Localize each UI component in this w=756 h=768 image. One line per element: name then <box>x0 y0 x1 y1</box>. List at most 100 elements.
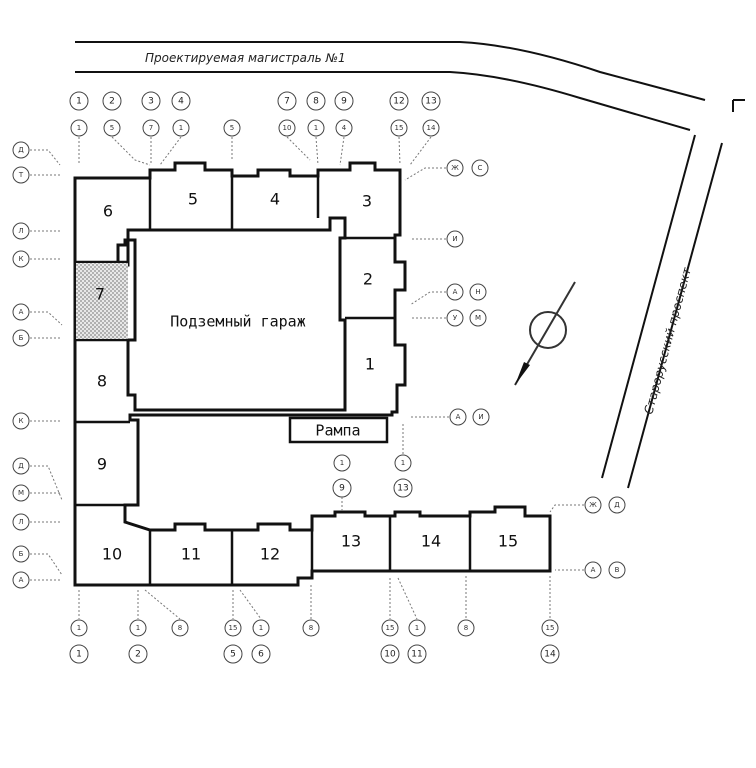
inner-markers: 1 9 1 13 <box>332 424 413 512</box>
svg-text:10: 10 <box>283 124 292 132</box>
svg-text:5: 5 <box>110 124 114 132</box>
ramp-label: Рампа <box>315 422 360 440</box>
svg-text:11: 11 <box>411 650 422 660</box>
marker: 5 <box>223 644 243 664</box>
marker: 13 <box>421 91 441 111</box>
marker: Ж <box>584 496 602 514</box>
marker: Ж <box>446 159 464 177</box>
building-7-number: 7 <box>95 285 105 304</box>
building-13-number: 13 <box>341 532 361 551</box>
svg-text:7: 7 <box>284 97 290 107</box>
marker: 14 <box>422 119 440 137</box>
building-2-number: 2 <box>363 270 373 289</box>
marker: 10 <box>278 119 296 137</box>
marker: 15 <box>224 619 242 637</box>
svg-text:А: А <box>456 413 461 421</box>
marker: А <box>12 571 30 589</box>
building-8-number: 8 <box>97 372 107 391</box>
marker: Л <box>12 513 30 531</box>
marker: Б <box>12 329 30 347</box>
building-10-number: 10 <box>102 545 122 564</box>
marker: 12 <box>389 91 409 111</box>
marker: 8 <box>302 619 320 637</box>
marker: Т <box>12 166 30 184</box>
svg-text:И: И <box>478 413 483 421</box>
marker: К <box>12 250 30 268</box>
garage-label: Подземный гараж <box>170 313 305 331</box>
svg-text:2: 2 <box>109 97 115 107</box>
marker: 8 <box>306 91 326 111</box>
courtyard-boundary <box>116 216 347 412</box>
marker: 3 <box>141 91 161 111</box>
marker: И <box>472 408 490 426</box>
building-3-number: 3 <box>362 192 372 211</box>
svg-text:1: 1 <box>340 459 344 467</box>
svg-text:9: 9 <box>339 484 345 494</box>
marker: М <box>12 484 30 502</box>
marker: 15 <box>381 619 399 637</box>
marker: Д <box>12 457 30 475</box>
marker: А <box>584 561 602 579</box>
top-markers: 1 2 3 4 7 8 9 12 13 1 5 7 1 5 10 1 4 15 … <box>69 91 441 166</box>
svg-text:Н: Н <box>475 288 480 296</box>
marker: 1 <box>307 119 325 137</box>
svg-text:Т: Т <box>18 171 24 179</box>
marker: 10 <box>380 644 400 664</box>
svg-text:8: 8 <box>309 624 313 632</box>
marker: 1 <box>172 119 190 137</box>
building-11-number: 11 <box>181 545 201 564</box>
marker: 1 <box>252 619 270 637</box>
svg-text:Б: Б <box>19 550 24 558</box>
ramp: Рампа <box>288 416 389 444</box>
section-dividers <box>73 176 472 585</box>
marker: 11 <box>407 644 427 664</box>
marker: 5 <box>223 119 241 137</box>
svg-text:Л: Л <box>18 518 23 526</box>
svg-text:Ж: Ж <box>451 164 459 172</box>
svg-text:13: 13 <box>425 97 436 107</box>
svg-text:Д: Д <box>18 146 24 154</box>
svg-text:8: 8 <box>313 97 319 107</box>
svg-text:У: У <box>453 314 458 322</box>
marker: 1 <box>408 619 426 637</box>
svg-text:5: 5 <box>230 124 234 132</box>
svg-text:Ж: Ж <box>589 501 597 509</box>
svg-text:1: 1 <box>76 650 82 660</box>
svg-text:15: 15 <box>386 624 395 632</box>
svg-text:13: 13 <box>397 484 408 494</box>
marker: 5 <box>103 119 121 137</box>
svg-text:4: 4 <box>342 124 347 132</box>
svg-text:1: 1 <box>77 624 81 632</box>
marker: Б <box>12 545 30 563</box>
marker: 9 <box>334 91 354 111</box>
marker: 4 <box>335 119 353 137</box>
marker: Л <box>12 222 30 240</box>
svg-text:6: 6 <box>258 650 264 660</box>
marker: 8 <box>171 619 189 637</box>
marker: А <box>446 283 464 301</box>
svg-text:М: М <box>475 314 481 322</box>
svg-text:1: 1 <box>77 124 81 132</box>
marker: С <box>471 159 489 177</box>
marker: 7 <box>142 119 160 137</box>
avenue-edge-west <box>601 134 696 479</box>
avenue-edge-east <box>627 142 723 489</box>
svg-text:8: 8 <box>464 624 468 632</box>
svg-text:15: 15 <box>395 124 404 132</box>
marker: 1 <box>70 119 88 137</box>
marker: 1 <box>69 91 89 111</box>
svg-text:А: А <box>453 288 458 296</box>
svg-text:2: 2 <box>135 650 141 660</box>
svg-text:1: 1 <box>259 624 263 632</box>
svg-text:14: 14 <box>544 650 556 660</box>
svg-text:Д: Д <box>18 462 24 470</box>
svg-text:5: 5 <box>230 650 236 660</box>
svg-text:12: 12 <box>393 97 404 107</box>
svg-text:10: 10 <box>384 650 396 660</box>
svg-text:15: 15 <box>229 624 238 632</box>
marker: А <box>12 303 30 321</box>
marker: 1 <box>69 644 89 664</box>
svg-text:В: В <box>615 566 620 574</box>
bottom-markers: 1 1 8 15 1 8 15 1 8 15 1 2 5 6 10 11 14 <box>69 576 560 664</box>
marker: 1 <box>129 619 147 637</box>
